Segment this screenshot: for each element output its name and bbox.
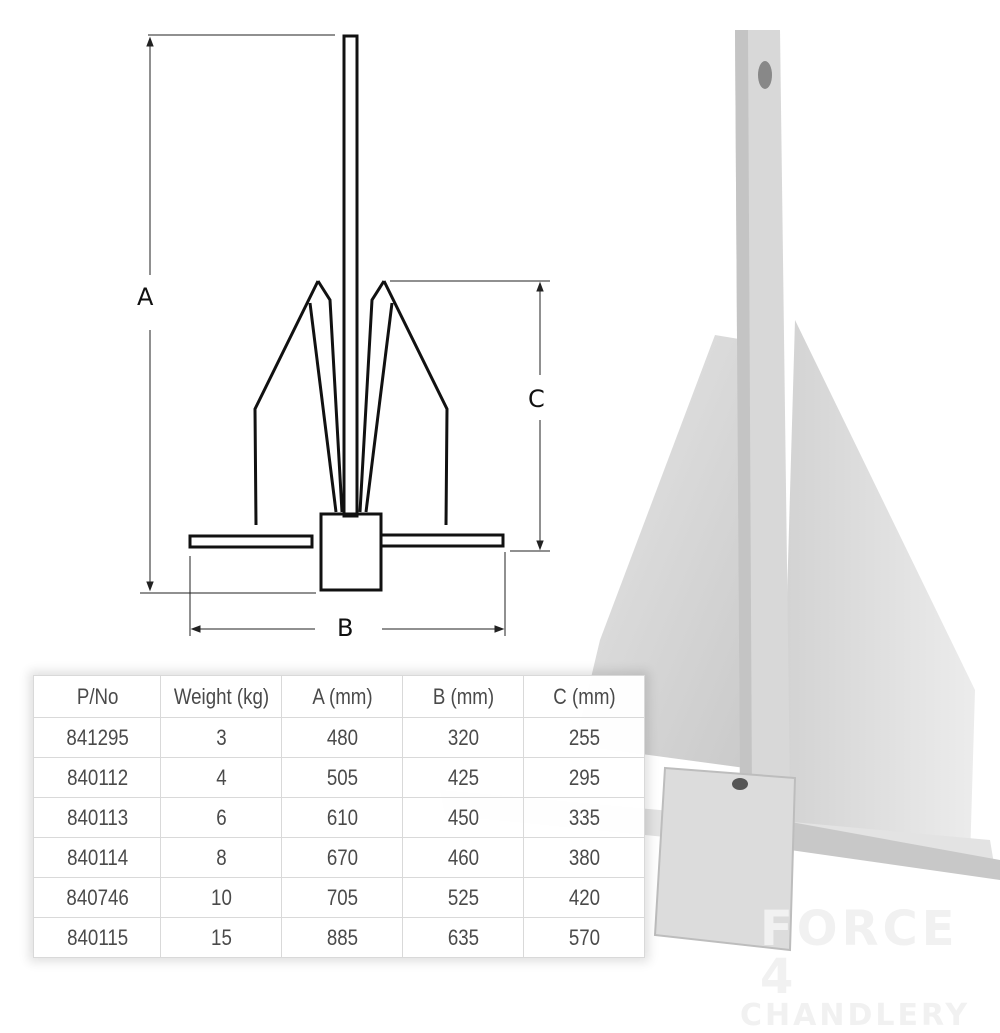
cell-c: 380 [532, 837, 636, 878]
dimension-label-b: B [337, 614, 354, 642]
cell-weight: 4 [169, 757, 274, 798]
dimension-label-c: C [528, 385, 545, 413]
cell-part-number: 840114 [42, 837, 152, 878]
brand-watermark: FORCE 4 CHANDLERY [740, 901, 1000, 1031]
cell-weight: 8 [169, 837, 274, 878]
cell-a: 670 [290, 837, 394, 878]
anchor-dimension-diagram [140, 34, 550, 636]
cell-part-number: 841295 [42, 717, 152, 758]
table-row: 841295 3 480 320 255 [34, 717, 645, 758]
header-c: C (mm) [532, 675, 636, 718]
cell-b: 425 [411, 757, 515, 798]
cell-a: 505 [290, 757, 394, 798]
table-row: 840113 6 610 450 335 [34, 797, 645, 838]
cell-weight: 10 [169, 877, 274, 918]
cell-c: 335 [532, 797, 636, 838]
watermark-line2: CHANDLERY [740, 998, 971, 1033]
header-a: A (mm) [290, 675, 394, 718]
cell-b: 450 [411, 797, 515, 838]
cell-a: 885 [290, 917, 394, 958]
anchor-product-photo [440, 30, 1000, 952]
table-header-row: P/No Weight (kg) A (mm) B (mm) C (mm) [34, 675, 645, 718]
header-b: B (mm) [411, 675, 515, 718]
cell-a: 705 [290, 877, 394, 918]
cell-b: 635 [411, 917, 515, 958]
watermark-line1: FORCE 4 [760, 901, 959, 1005]
header-weight: Weight (kg) [169, 675, 274, 718]
table-row: 840746 10 705 525 420 [34, 877, 645, 918]
header-part-number: P/No [42, 675, 152, 718]
cell-c: 295 [532, 757, 636, 798]
cell-c: 420 [532, 877, 636, 918]
table-row: 840114 8 670 460 380 [34, 837, 645, 878]
cell-b: 460 [411, 837, 515, 878]
spec-table: P/No Weight (kg) A (mm) B (mm) C (mm) 84… [33, 675, 645, 958]
cell-weight: 6 [169, 797, 274, 838]
cell-a: 480 [290, 717, 394, 758]
cell-part-number: 840113 [42, 797, 152, 838]
cell-part-number: 840115 [42, 917, 152, 958]
table-row: 840115 15 885 635 570 [34, 917, 645, 958]
cell-c: 570 [532, 917, 636, 958]
cell-part-number: 840112 [42, 757, 152, 798]
cell-weight: 15 [169, 917, 274, 958]
cell-part-number: 840746 [42, 877, 152, 918]
cell-c: 255 [532, 717, 636, 758]
dimension-label-a: A [137, 283, 154, 311]
cell-weight: 3 [169, 717, 274, 758]
table-row: 840112 4 505 425 295 [34, 757, 645, 798]
cell-b: 525 [411, 877, 515, 918]
cell-a: 610 [290, 797, 394, 838]
cell-b: 320 [411, 717, 515, 758]
